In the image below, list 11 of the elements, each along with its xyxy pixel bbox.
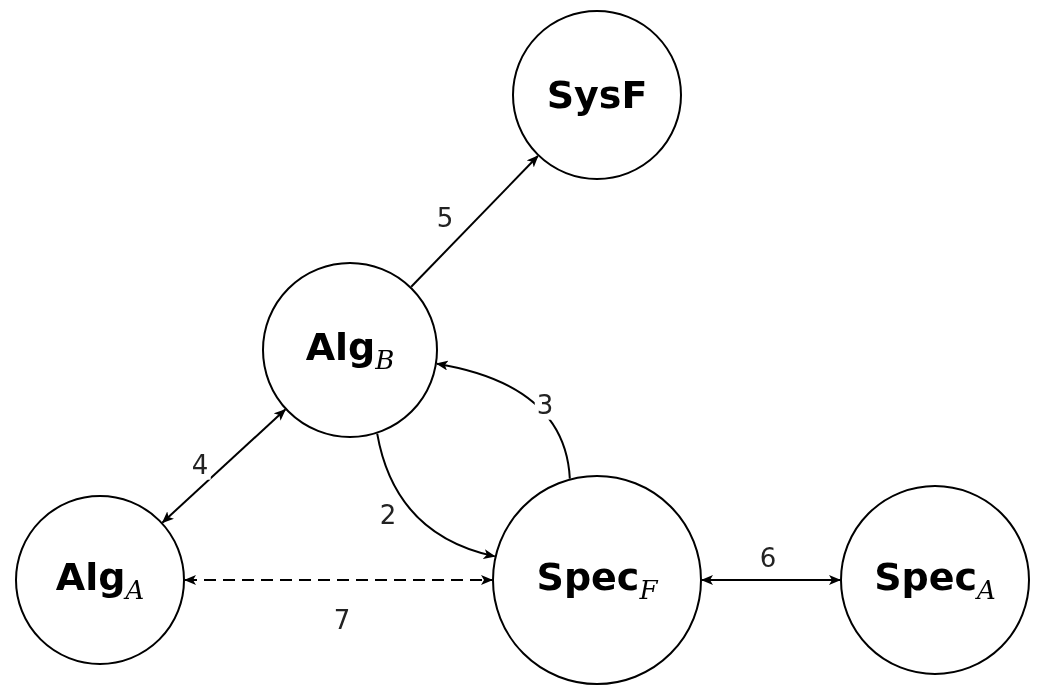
- node-label: Spec$_{A}$: [874, 555, 996, 605]
- node-label: Spec$_{F}$: [536, 555, 658, 605]
- arrow: [184, 575, 493, 585]
- node-label: Alg$_{A}$: [55, 555, 145, 605]
- node-label: Alg$_{B}$: [305, 325, 395, 375]
- node-label: SysF: [546, 73, 648, 117]
- arrow: [435, 361, 571, 480]
- arrow: [376, 432, 496, 559]
- arrow: [161, 408, 287, 524]
- arrow: [410, 155, 539, 288]
- arrow: [701, 575, 841, 585]
